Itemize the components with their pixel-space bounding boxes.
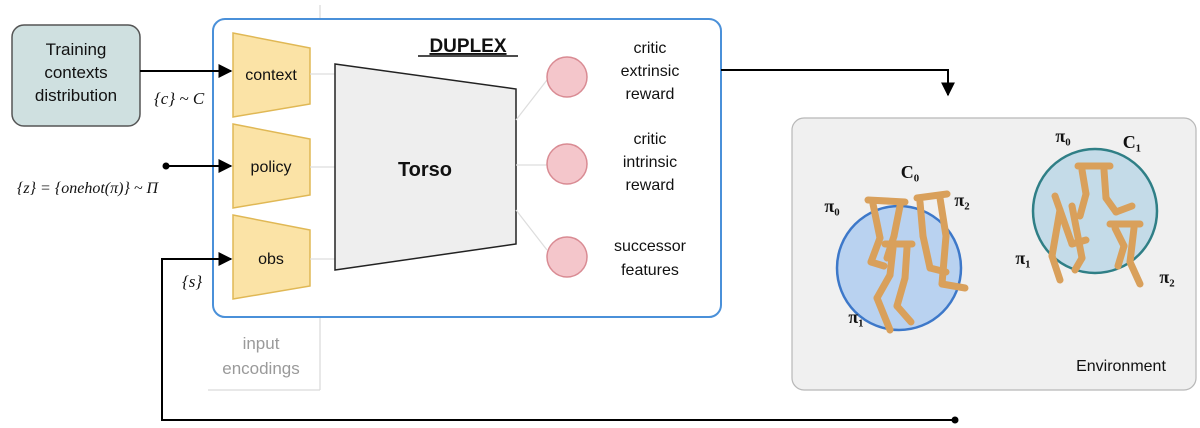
- encoder-policy: policy: [232, 123, 311, 209]
- walker-group-c1: [1048, 162, 1144, 288]
- policy-label-c1-pi0: π₀: [1055, 126, 1070, 146]
- training-label-line-2: contexts: [44, 63, 107, 82]
- walker-c1-pi0: [1074, 162, 1136, 220]
- walker-c0-pi1: [873, 240, 916, 334]
- training-label-line-3: distribution: [35, 86, 117, 105]
- head-successor-node: [546, 236, 588, 278]
- training-label-line-1: Training: [46, 40, 107, 59]
- context-c1-label: C₁: [1123, 132, 1141, 152]
- policy-sample-label: {z} = {onehot(π)} ~ Π: [17, 180, 159, 197]
- head-successor-line-2: features: [621, 262, 679, 279]
- head-intrinsic-line-3: reward: [626, 177, 675, 194]
- policy-label-c0-pi0: π₀: [824, 196, 839, 216]
- input-encodings-line-2: encodings: [222, 359, 300, 378]
- input-encodings-line-1: input: [243, 334, 280, 353]
- context-c1-circle: [1031, 147, 1159, 275]
- environment-label: Environment: [1076, 358, 1166, 375]
- encoder-context: context: [232, 32, 311, 118]
- training-contexts-box: Training contexts distribution: [11, 24, 141, 127]
- head-extrinsic-line-2: extrinsic: [621, 63, 680, 80]
- policy-label-c1-pi1: π₁: [1015, 248, 1030, 268]
- walker-c0-pi2: [913, 190, 969, 292]
- encoder-context-label: context: [245, 67, 297, 84]
- context-c0-label: C₀: [901, 162, 919, 182]
- state-sample-label: {s}: [182, 272, 202, 291]
- head-extrinsic-line-1: critic: [634, 40, 667, 57]
- head-extrinsic-node: [546, 56, 588, 98]
- output-arrow: [721, 69, 955, 97]
- walker-group-c0: [864, 190, 969, 334]
- policy-label-c0-pi2: π₂: [954, 190, 969, 210]
- walker-c1-pi2: [1106, 220, 1144, 288]
- head-connectors: [515, 79, 548, 251]
- head-intrinsic-line-2: intrinsic: [623, 154, 677, 171]
- head-intrinsic-line-1: critic: [634, 131, 667, 148]
- policy-label-c0-pi1: π₁: [848, 307, 863, 327]
- context-sample-label: {c} ~ C: [154, 89, 205, 108]
- walker-c1-pi1: [1048, 192, 1090, 284]
- torso-label: Torso: [398, 159, 452, 181]
- feedback-loop-arrow: [161, 252, 955, 421]
- head-intrinsic-node: [546, 143, 588, 185]
- encoder-obs-label: obs: [258, 251, 284, 268]
- encoder-policy-label: policy: [251, 159, 292, 176]
- torso-block: Torso: [334, 63, 517, 271]
- head-extrinsic-line-3: reward: [626, 86, 675, 103]
- encoder-obs: obs: [232, 214, 311, 300]
- encoder-connectors: [310, 73, 336, 260]
- duplex-title: DUPLEX: [429, 36, 506, 57]
- policy-label-c1-pi2: π₂: [1159, 267, 1174, 287]
- head-successor-line-1: successor: [614, 238, 687, 255]
